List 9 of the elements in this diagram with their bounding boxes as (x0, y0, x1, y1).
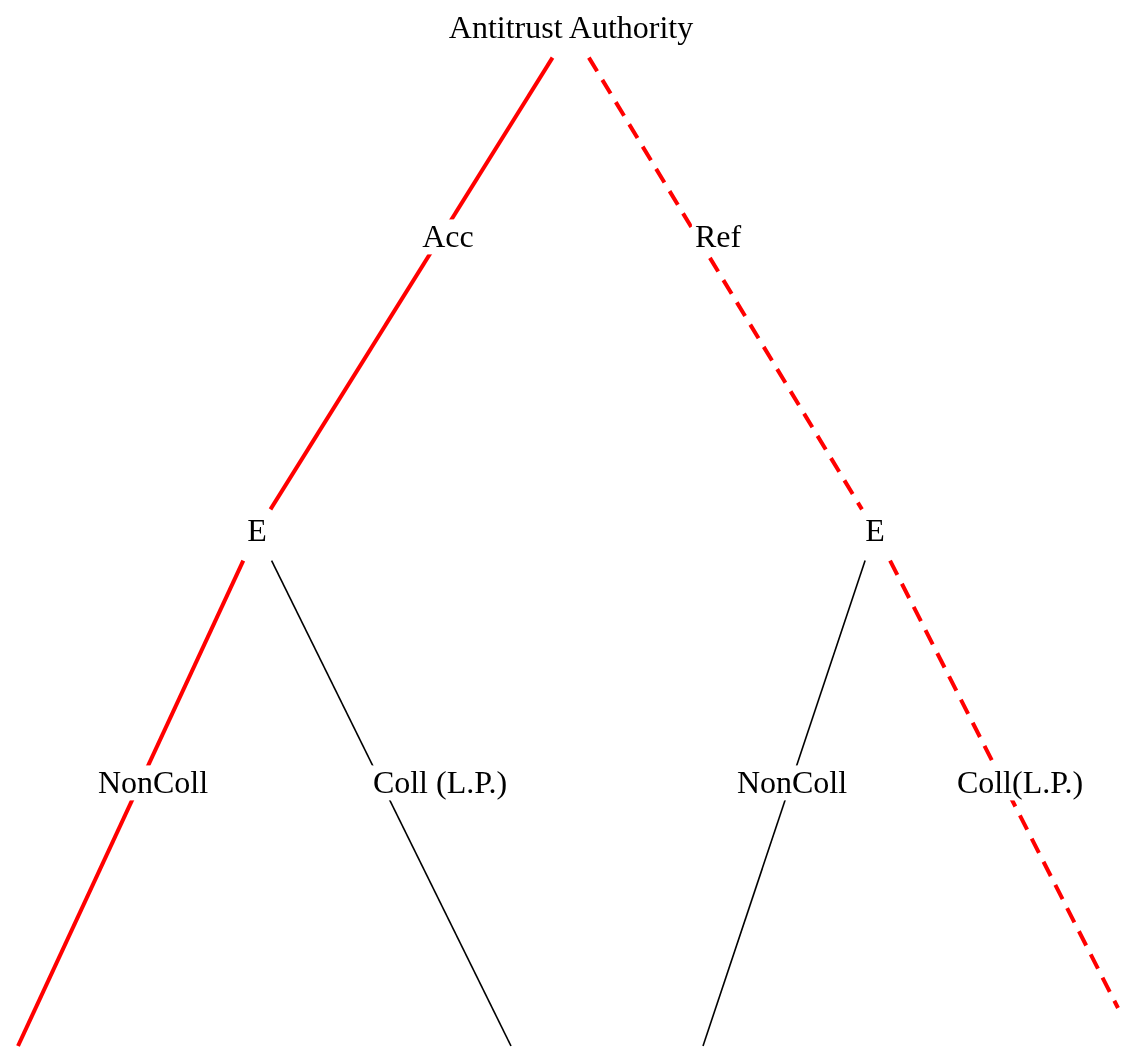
tree-branch (270, 559, 512, 1047)
node-label: E (859, 509, 891, 553)
tree-branch (702, 559, 866, 1047)
tree-branch (587, 56, 864, 511)
node-label: Antitrust Authority (442, 6, 700, 50)
tree-branch (888, 559, 1120, 1009)
tree-branch (268, 56, 555, 511)
node-label: E (241, 509, 273, 553)
tree-branch (16, 559, 246, 1047)
